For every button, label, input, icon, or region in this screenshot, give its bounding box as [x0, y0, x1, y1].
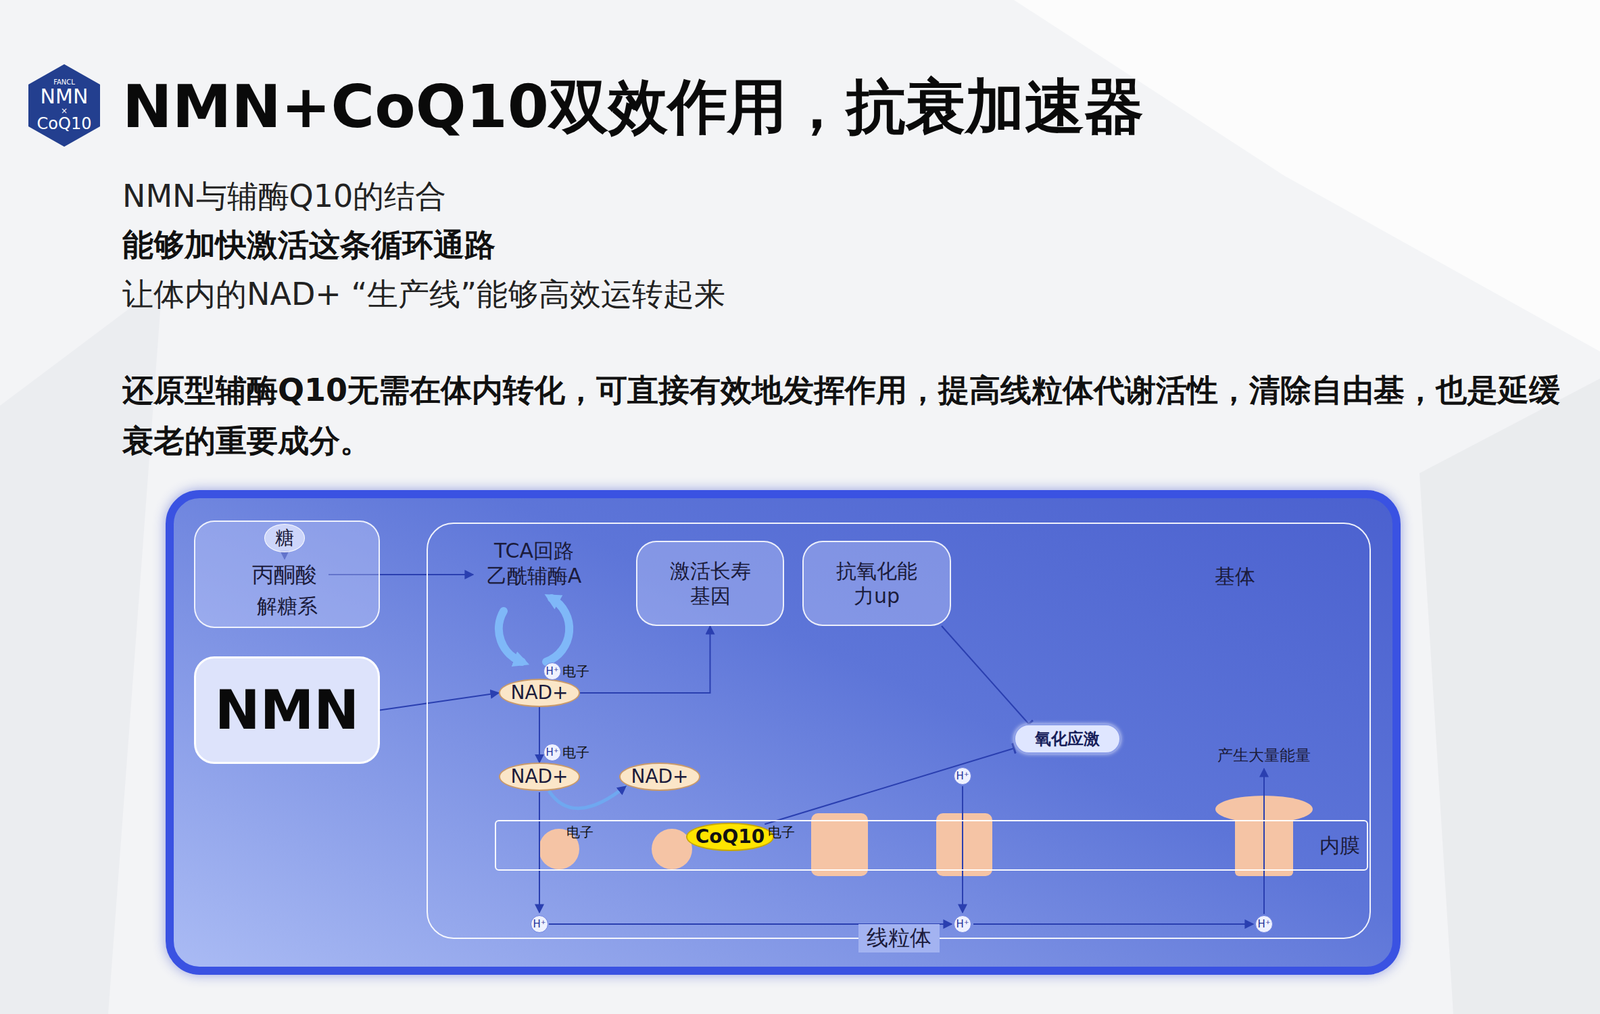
- node-text: 内膜: [1319, 832, 1361, 859]
- energy-arrow: [1263, 768, 1265, 914]
- node-text: 线粒体: [858, 924, 940, 953]
- glycolysis-box: 解糖系糖丙酮酸: [194, 520, 380, 628]
- tca-cycle-arrow: [498, 611, 522, 662]
- body-text: 能够加快激活这条循环通路: [122, 223, 496, 267]
- oxidative-stress-cloud: 氧化应激: [1013, 723, 1121, 754]
- complex-iii: [811, 813, 868, 877]
- node-text: 丙酮酸: [252, 561, 318, 588]
- node-text: 糖: [275, 526, 295, 550]
- proton-path: [961, 786, 964, 913]
- tca-node: TCA回路乙酰辅酶A: [473, 535, 595, 592]
- connector: [548, 786, 626, 809]
- nad-ellipse: NAD+: [498, 678, 580, 708]
- node-text: CoQ10: [37, 114, 92, 133]
- pyruvate-node: 丙酮酸: [240, 559, 329, 591]
- tca-cycle-arrow: [546, 598, 570, 662]
- proton-mark: H⁺: [543, 743, 562, 762]
- longevity-gene-box: 激活长寿 基因: [636, 540, 785, 626]
- nad-ellipse: NAD+: [619, 762, 701, 791]
- connector: [764, 748, 1014, 824]
- proton-mark: H⁺: [530, 915, 549, 933]
- node-text: NMN: [40, 85, 89, 108]
- node-text: FANCL: [53, 78, 76, 86]
- electron-label: 电子: [562, 744, 590, 761]
- proton-mark: H⁺: [953, 767, 972, 785]
- bg-facet: [1419, 378, 1600, 1014]
- proton-path: [973, 923, 1254, 925]
- bg-facet: [1013, 0, 1600, 352]
- nad-ellipse: NAD+: [498, 762, 580, 791]
- proton-mark: H⁺: [953, 915, 972, 933]
- node-text: ×: [60, 106, 68, 115]
- electron-label: 电子: [566, 823, 594, 841]
- electron-label: 电子: [562, 663, 590, 680]
- energy-label: 产生大量能量: [1217, 746, 1311, 766]
- node-text: NAD+: [510, 765, 568, 789]
- logo-badge: FANCLNMN×CoQ10: [28, 64, 101, 147]
- node-text: NAD+: [630, 765, 689, 789]
- node-text: CoQ10: [695, 825, 766, 849]
- proton-mark: H⁺: [543, 662, 562, 681]
- antioxidant-box: 抗氧化能 力up: [802, 540, 952, 626]
- connector: [538, 707, 541, 763]
- electron-label: 电子: [767, 823, 795, 841]
- connector: [941, 625, 1029, 724]
- proton-mark: H⁺: [1255, 915, 1273, 933]
- body-text: NMN与辅酶Q10的结合: [122, 174, 447, 218]
- proton-path: [538, 792, 541, 913]
- connector: [579, 625, 711, 693]
- region-label: 基体: [1214, 563, 1256, 590]
- node-text: 氧化应激: [1034, 729, 1100, 749]
- sugar-ellipse: 糖: [264, 523, 305, 553]
- nmn-box: NMN: [194, 656, 380, 764]
- inner-membrane-band: 内膜 CoQ10: [494, 819, 1369, 871]
- node-text: NMN: [214, 680, 360, 741]
- node-text: 解糖系: [256, 593, 318, 620]
- body-text: 还原型辅酶Q10无需在体内转化，可直接有效地发挥作用，提高线粒体代谢活性，清除自…: [122, 365, 1583, 467]
- slide-title: NMN+CoQ10双效作用，抗衰加速器: [122, 74, 1144, 140]
- connector: [379, 692, 499, 711]
- complex-iv: [936, 813, 993, 877]
- logo-hexagon-shape: [28, 64, 101, 147]
- node-text: 乙酰辅酶A: [486, 563, 583, 589]
- node-text: 激活长寿 基因: [663, 558, 758, 610]
- node-text: NAD+: [510, 681, 568, 705]
- node-text: TCA回路: [494, 538, 574, 564]
- coq10-ellipse: CoQ10: [686, 822, 775, 852]
- body-text: 让体内的NAD+ “生产线”能够高效运转起来: [122, 272, 726, 316]
- node-text: 抗氧化能 力up: [830, 558, 924, 610]
